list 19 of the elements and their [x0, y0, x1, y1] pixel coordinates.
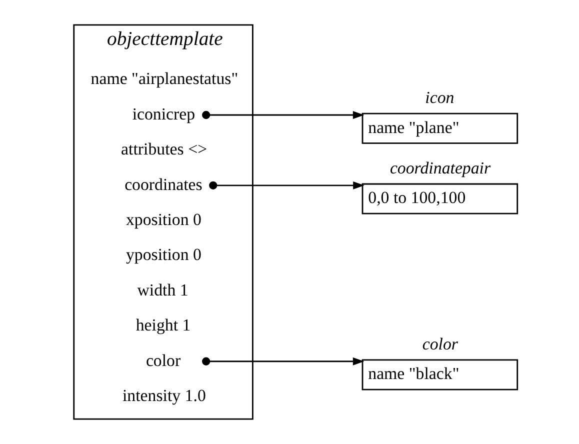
node-label: icon — [424, 88, 454, 108]
node-text: xposition 0 — [125, 210, 201, 229]
node-text: height 1 — [135, 316, 190, 335]
arrow — [208, 181, 364, 190]
node-text: attributes <> — [120, 140, 207, 159]
node-box: 0,0 to 100,100 — [361, 183, 518, 214]
node-text: iconicrep — [132, 104, 195, 124]
node-text: coordinates — [124, 174, 202, 194]
node-text: width 1 — [136, 280, 188, 300]
node-label: coordinatepair — [389, 158, 490, 178]
arrow — [202, 357, 364, 366]
node-text: color — [145, 350, 180, 370]
node-label: color — [422, 334, 458, 354]
arrow — [202, 110, 364, 120]
node-text: name "airplanestatus" — [90, 69, 238, 88]
node-text: yposition 0 — [125, 245, 201, 264]
node-box: name "black" — [361, 359, 518, 390]
node-box: name "plane" — [361, 112, 518, 144]
node-text: intensity 1.0 — [122, 386, 206, 405]
